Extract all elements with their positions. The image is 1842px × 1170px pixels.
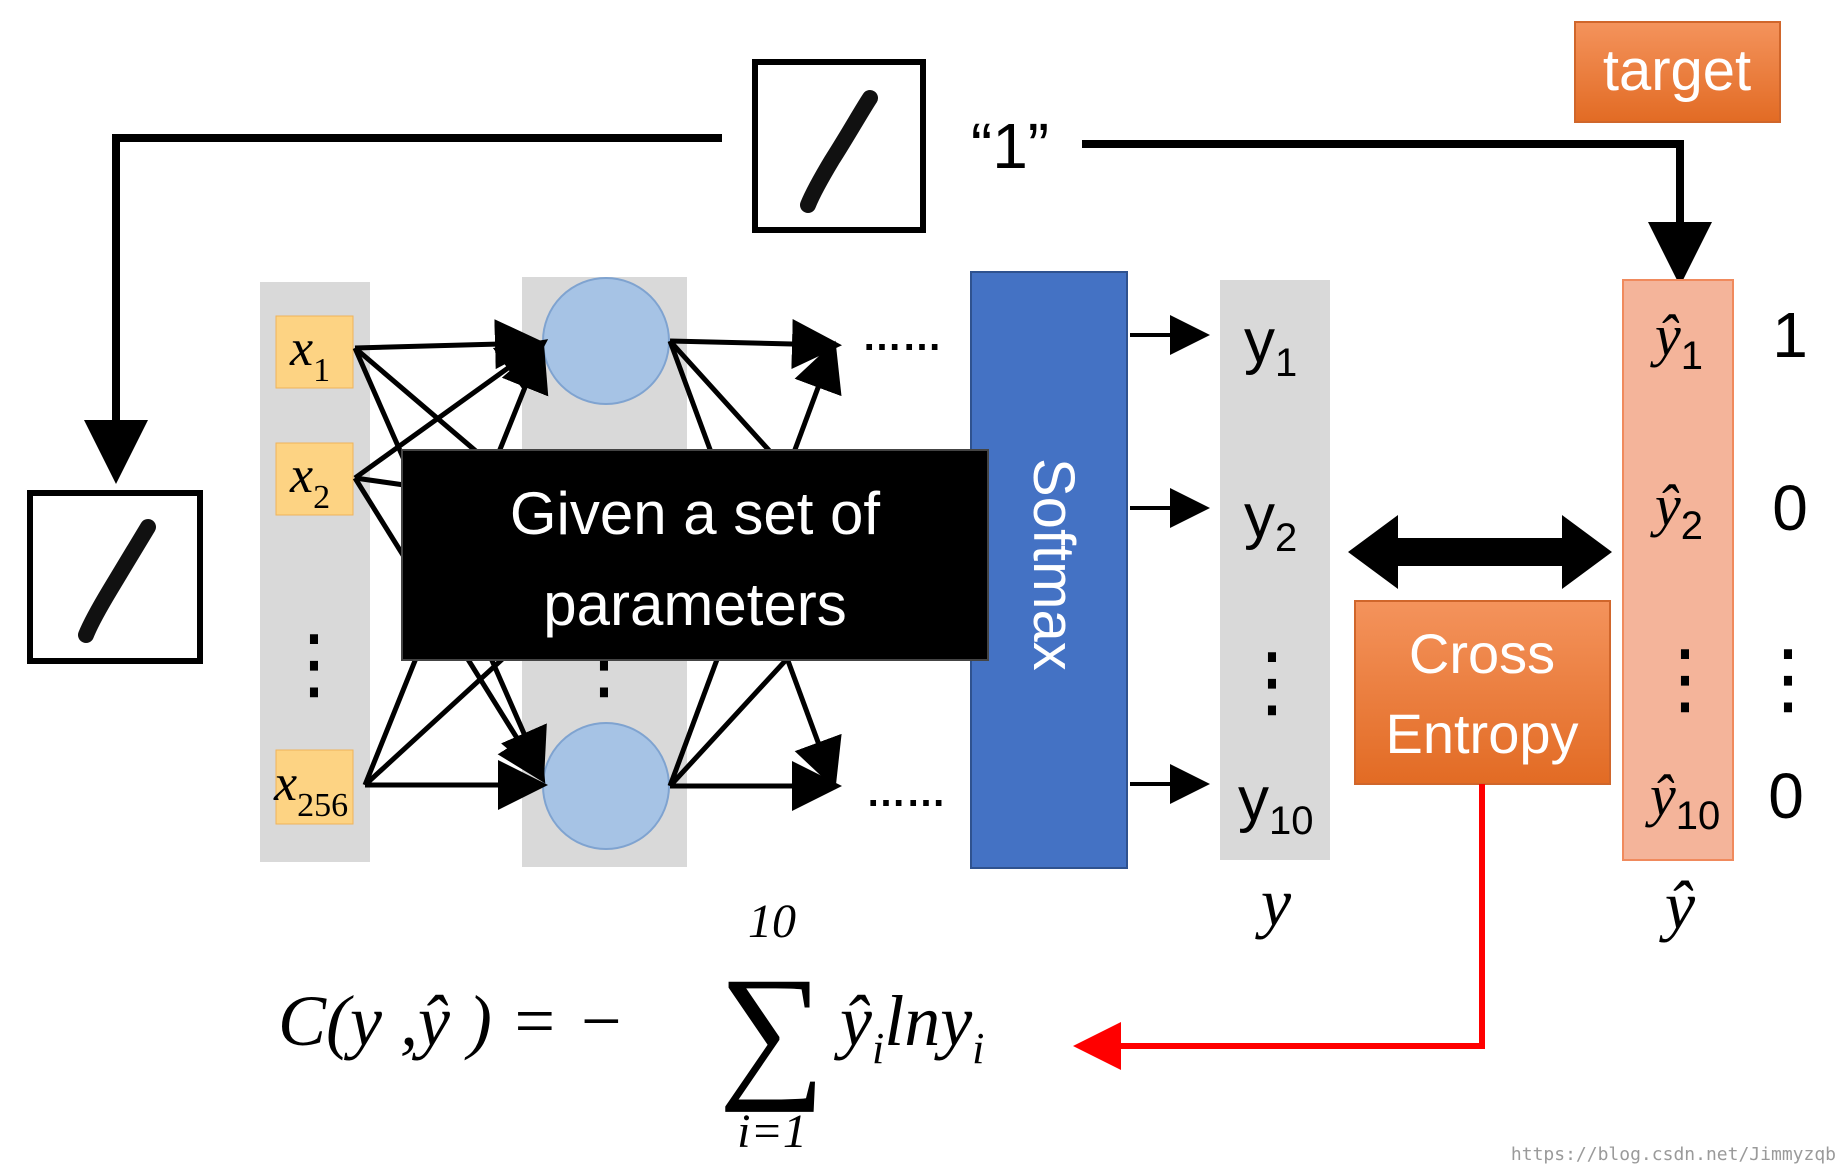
formula-term: ŷilnyi: [833, 981, 984, 1073]
watermark: https://blog.csdn.net/Jimmyzqb: [1511, 1144, 1836, 1165]
target-value-ellipsis: ⋮: [1749, 634, 1827, 722]
overlay-line1: Given a set of: [510, 480, 881, 547]
target-ellipsis: ⋮: [1646, 634, 1724, 722]
digit-image-left: [27, 490, 203, 664]
target-y10: ŷ10: [1645, 763, 1720, 838]
overlay-line2: parameters: [543, 571, 846, 638]
bottom-dots: ……: [866, 771, 946, 815]
target-string: “1”: [971, 110, 1049, 182]
compare-arrow: [1348, 515, 1612, 589]
cross-entropy-to-formula-arrow: [1073, 784, 1485, 1070]
target-caption: ŷ: [1659, 867, 1696, 943]
cross-entropy-line2: Entropy: [1386, 702, 1579, 765]
target-column: [1622, 279, 1734, 861]
output-y10: y10: [1238, 765, 1314, 843]
target-box: target: [1574, 21, 1781, 123]
svg-text:x1: x1: [289, 320, 330, 389]
output-y1: y1: [1244, 307, 1297, 385]
target-y2: ŷ2: [1650, 473, 1703, 548]
input-x256: x256: [273, 749, 354, 825]
parameters-overlay: Given a set of parameters: [401, 449, 989, 661]
formula-upper: 10: [748, 895, 796, 948]
input-x1: x1: [275, 315, 354, 389]
formula-lhs: C(y ,ŷ ) = −: [278, 981, 625, 1061]
svg-text:x256: x256: [273, 755, 348, 824]
hidden-node-bottom: [542, 722, 670, 850]
target-value-1: 1: [1772, 299, 1808, 371]
output-y2: y2: [1244, 482, 1297, 560]
output-ellipsis: ⋮: [1233, 637, 1311, 725]
target-value-2: 0: [1772, 472, 1808, 544]
target-value-10: 0: [1768, 760, 1804, 832]
cross-entropy-line1: Cross: [1409, 622, 1555, 685]
softmax-output-arrows: [1130, 315, 1210, 804]
input-x2: x2: [275, 442, 354, 516]
output-column: [1220, 280, 1330, 860]
softmax-block: Softmax: [970, 271, 1128, 869]
top-dots: ……: [862, 315, 942, 359]
input-ellipsis: ⋮: [275, 619, 353, 707]
cross-entropy-formula: C(y ,ŷ ) = − 10 ∑ i=1 ŷilnyi: [278, 895, 984, 1158]
target-y1: ŷ1: [1650, 303, 1703, 378]
output-caption: y: [1255, 864, 1292, 940]
cross-entropy-box: Cross Entropy: [1354, 600, 1611, 785]
svg-text:x2: x2: [289, 447, 330, 516]
connector-right: [1082, 140, 1712, 286]
formula-lower: i=1: [737, 1105, 807, 1158]
digit-image-top: [752, 59, 926, 233]
softmax-label: Softmax: [1021, 458, 1086, 671]
formula-sum: ∑: [719, 947, 826, 1113]
target-label: target: [1603, 38, 1751, 103]
connector-left: [84, 134, 722, 484]
hidden-node-top: [542, 277, 670, 405]
